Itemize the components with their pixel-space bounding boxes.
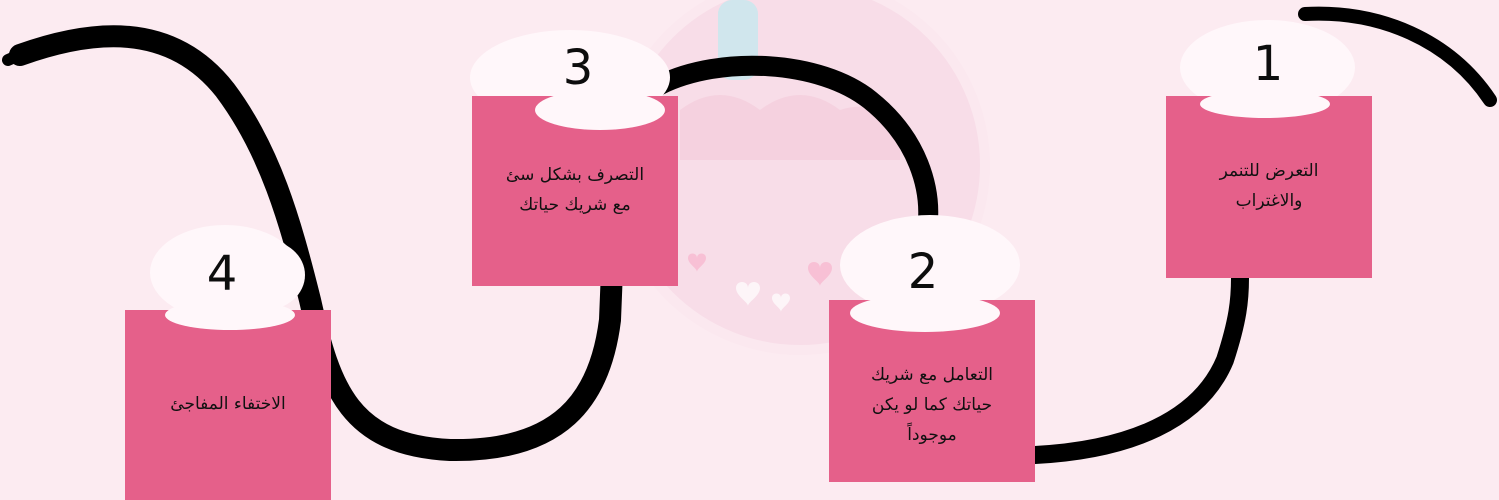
path-segment-right-tail xyxy=(1298,6,1497,107)
background-cloud-shape xyxy=(680,95,900,160)
path-segment-top-arc xyxy=(650,55,939,230)
step-4-cloud-puff xyxy=(225,240,305,310)
step-4-card: الاختفاء المفاجئ xyxy=(125,310,331,500)
step-1-number: 1 xyxy=(1252,36,1284,92)
path-segment-left-swoop xyxy=(9,25,623,462)
step-2-number: 2 xyxy=(907,244,939,300)
path-segment-right-swoop xyxy=(1026,269,1249,464)
step-3-card-cloud xyxy=(535,90,665,130)
heart-icon xyxy=(772,293,790,312)
step-3-number: 3 xyxy=(562,40,594,96)
step-1-text: التعرض للتنمر والاغتراب xyxy=(1219,161,1319,211)
step-1-card-cloud xyxy=(1200,90,1330,118)
step-2-card-cloud xyxy=(850,294,1000,332)
step-2-text: التعامل مع شريك حياتك كما لو يكن موجوداً xyxy=(870,365,994,445)
step-3-text: التصرف بشكل سئ مع شريك حياتك xyxy=(505,165,645,215)
heart-icon xyxy=(808,262,832,286)
step-1-card: التعرض للتنمر والاغتراب xyxy=(1166,96,1372,278)
heart-icon xyxy=(736,282,760,306)
step-4-card-cloud xyxy=(165,300,295,330)
path-segment-left-tail xyxy=(2,30,116,66)
step-4-text: الاختفاء المفاجئ xyxy=(170,394,286,415)
heart-icon xyxy=(688,253,706,272)
step-4-number: 4 xyxy=(206,246,238,302)
